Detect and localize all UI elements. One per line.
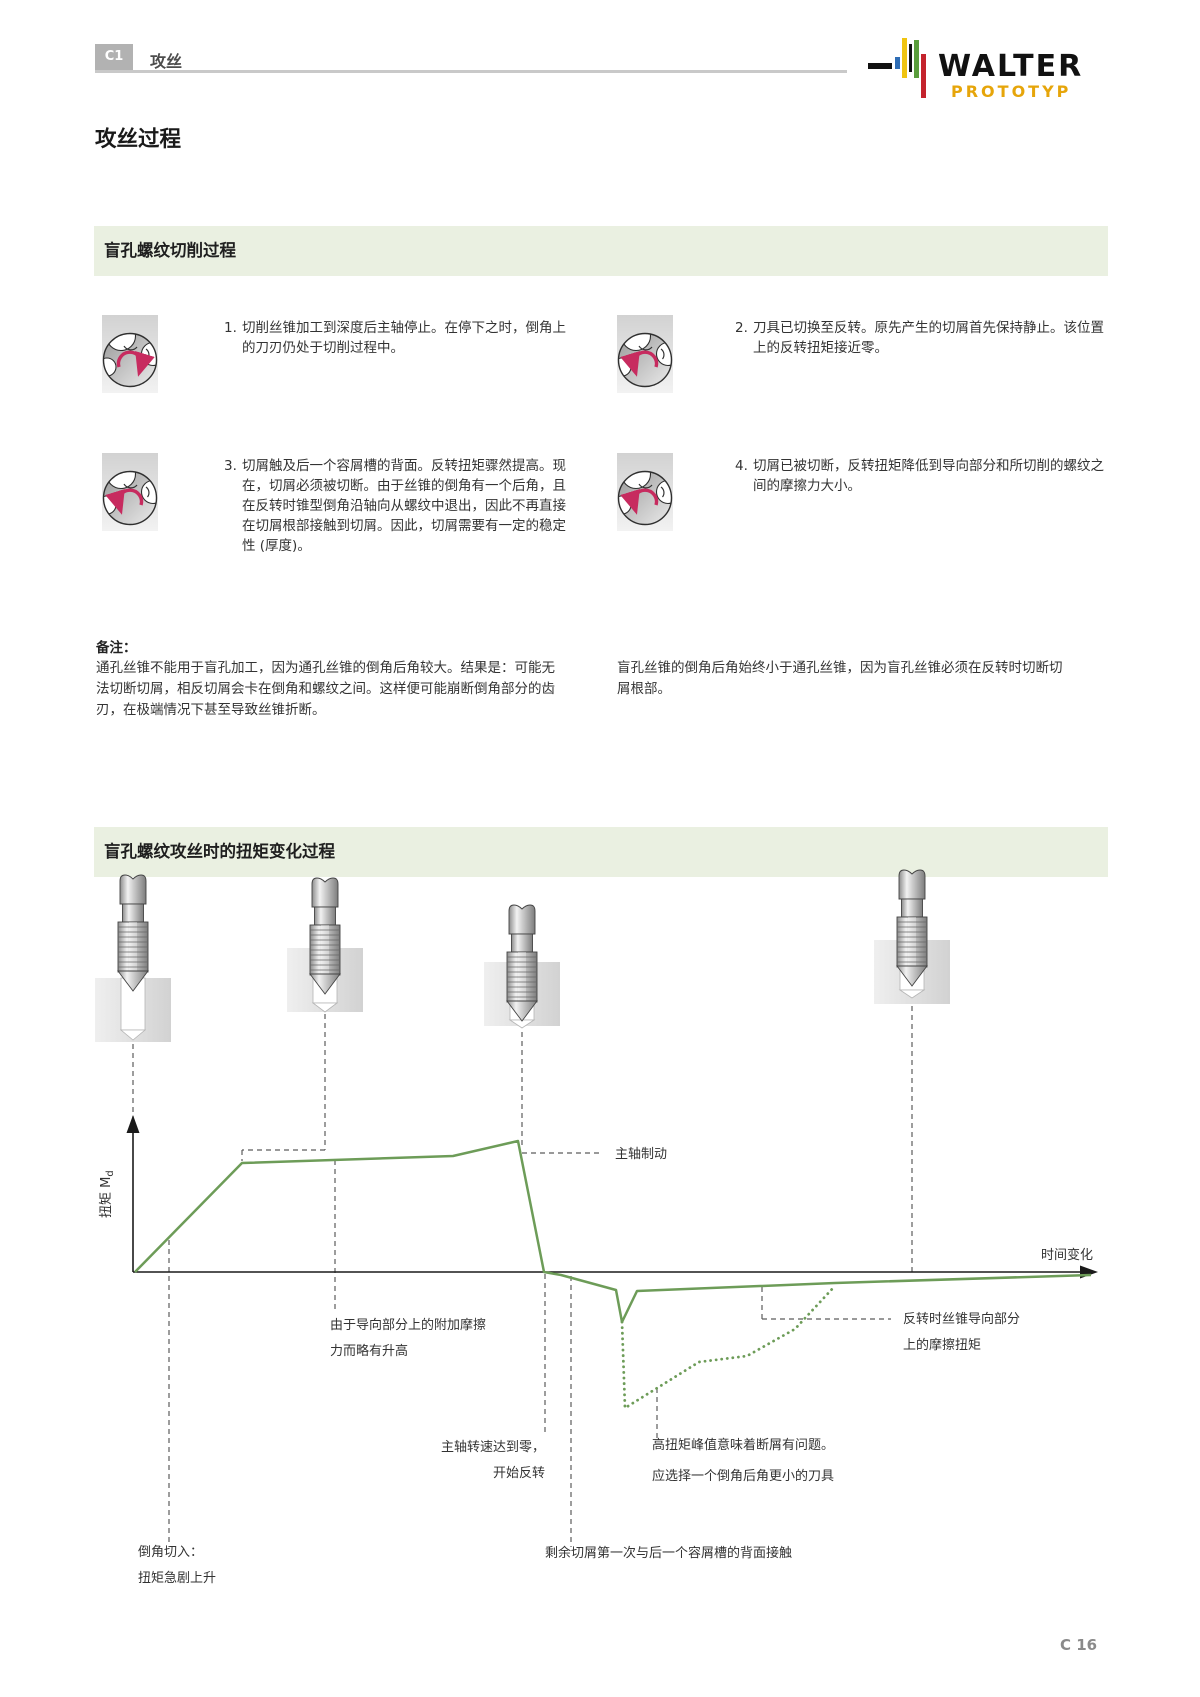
tap-cross-section-icon [617,315,673,393]
section-bar-cutting-process: 盲孔螺纹切削过程 [94,226,1108,276]
page-title: 攻丝过程 [95,127,182,152]
label-torque-peak: 应选择一个倒角后角更小的刀具 [652,1468,834,1484]
section-bar-torque-diagram: 盲孔螺纹攻丝时的扭矩变化过程 [94,827,1108,877]
label-friction-rise: 由于导向部分上的附加摩擦 [330,1317,486,1333]
process-step-2: 2. 刀具已切换至反转。原先产生的切屑首先保持静止。该位置上的反转扭矩接近零。 [735,318,1115,358]
page-number: C 16 [1060,1636,1098,1654]
rotation-arrow-icon [620,350,659,377]
label-torque-peak: 高扭矩峰值意味着断屑有问题。 [652,1437,834,1453]
item-number: 3. [224,458,237,474]
rotation-arrow-icon [620,488,659,515]
label-spindle-zero: 开始反转 [493,1466,545,1481]
torque-axis-label: 扭矩 Md [99,1170,116,1218]
label-chamfer-entry: 倒角切入： [138,1545,203,1560]
tap-figure-stage-1 [95,874,171,1042]
item-number: 4. [735,458,748,474]
notes-left-column: 通孔丝锥不能用于盲孔加工，因为通孔丝锥的倒角后角较大。结果是：可能无法切断切屑，… [96,660,555,718]
process-step-1: 1. 切削丝锥加工到深度后主轴停止。在停下之时，倒角上的刀刃仍处于切削过程中。 [224,318,574,358]
tap-figure-stage-4 [874,869,950,1004]
time-axis [133,1265,1098,1279]
tap-cross-section-icon [102,315,158,393]
torque-axis [126,1115,140,1272]
process-step-3: 3. 切屑触及后一个容屑槽的背面。反转扭矩骤然提高。现在，切屑必须被切断。由于丝… [224,456,574,556]
problem-torque-curve [620,1285,836,1410]
time-axis-label: 时间变化 [1041,1247,1093,1263]
brand-prototyp: PROTOTYP [951,82,1072,101]
label-reverse-friction: 上的摩擦扭矩 [903,1337,981,1353]
label-chip-contact: 剩余切屑第一次与后一个容屑槽的背面接触 [545,1545,792,1561]
time-axis-arrow-icon [1080,1265,1098,1279]
label-spindle-zero: 主轴转速达到零， [441,1440,545,1455]
rotation-arrow-icon [105,488,144,515]
header-rule [95,70,847,73]
label-reverse-friction: 反转时丝锥导向部分 [903,1311,1020,1327]
logo-bars-icon [868,38,926,98]
header-section-label: 攻丝 [150,52,183,71]
label-spindle-brake: 主轴制动 [615,1147,667,1162]
tap-figure-stage-3 [484,904,560,1029]
item-number: 2. [735,320,748,336]
tap-figure-stage-2 [287,877,363,1013]
section-badge: C1 [95,44,133,70]
label-chamfer-entry: 扭矩急剧上升 [138,1571,216,1586]
notes-right-column: 盲孔丝锥的倒角后角始终小于通孔丝锥，因为盲孔丝锥必须在反转时切断切屑根部。 [617,660,1063,697]
brand-walter: WALTER [938,49,1084,84]
torque-axis-arrow-icon [126,1115,140,1133]
label-friction-rise: 力而略有升高 [330,1343,408,1359]
diagram-guide-lines [132,1006,913,1547]
torque-curve [134,1139,1092,1324]
item-text: 切削丝锥加工到深度后主轴停止。在停下之时，倒角上的刀刃仍处于切削过程中。 [242,320,566,356]
torque-diagram: 扭矩 Md 时间变化 主轴制动 由于导向部分上的附加摩擦 力而略有升高 主轴转速… [95,869,1098,1586]
rotation-arrow-icon [116,350,155,377]
item-number: 1. [224,320,237,336]
notes-title: 备注： [96,640,137,656]
process-step-4: 4. 切屑已被切断，反转扭矩降低到导向部分和所切削的螺纹之间的摩擦力大小。 [735,456,1115,496]
item-text: 切屑触及后一个容屑槽的背面。反转扭矩骤然提高。现在，切屑必须被切断。由于丝锥的倒… [242,458,566,554]
walter-logo: WALTER PROTOTYP [868,34,1113,106]
item-text: 切屑已被切断，反转扭矩降低到导向部分和所切削的螺纹之间的摩擦力大小。 [753,458,1104,494]
tap-cross-section-icon [102,453,158,531]
tap-cross-section-icon [617,453,673,531]
item-text: 刀具已切换至反转。原先产生的切屑首先保持静止。该位置上的反转扭矩接近零。 [753,320,1104,356]
